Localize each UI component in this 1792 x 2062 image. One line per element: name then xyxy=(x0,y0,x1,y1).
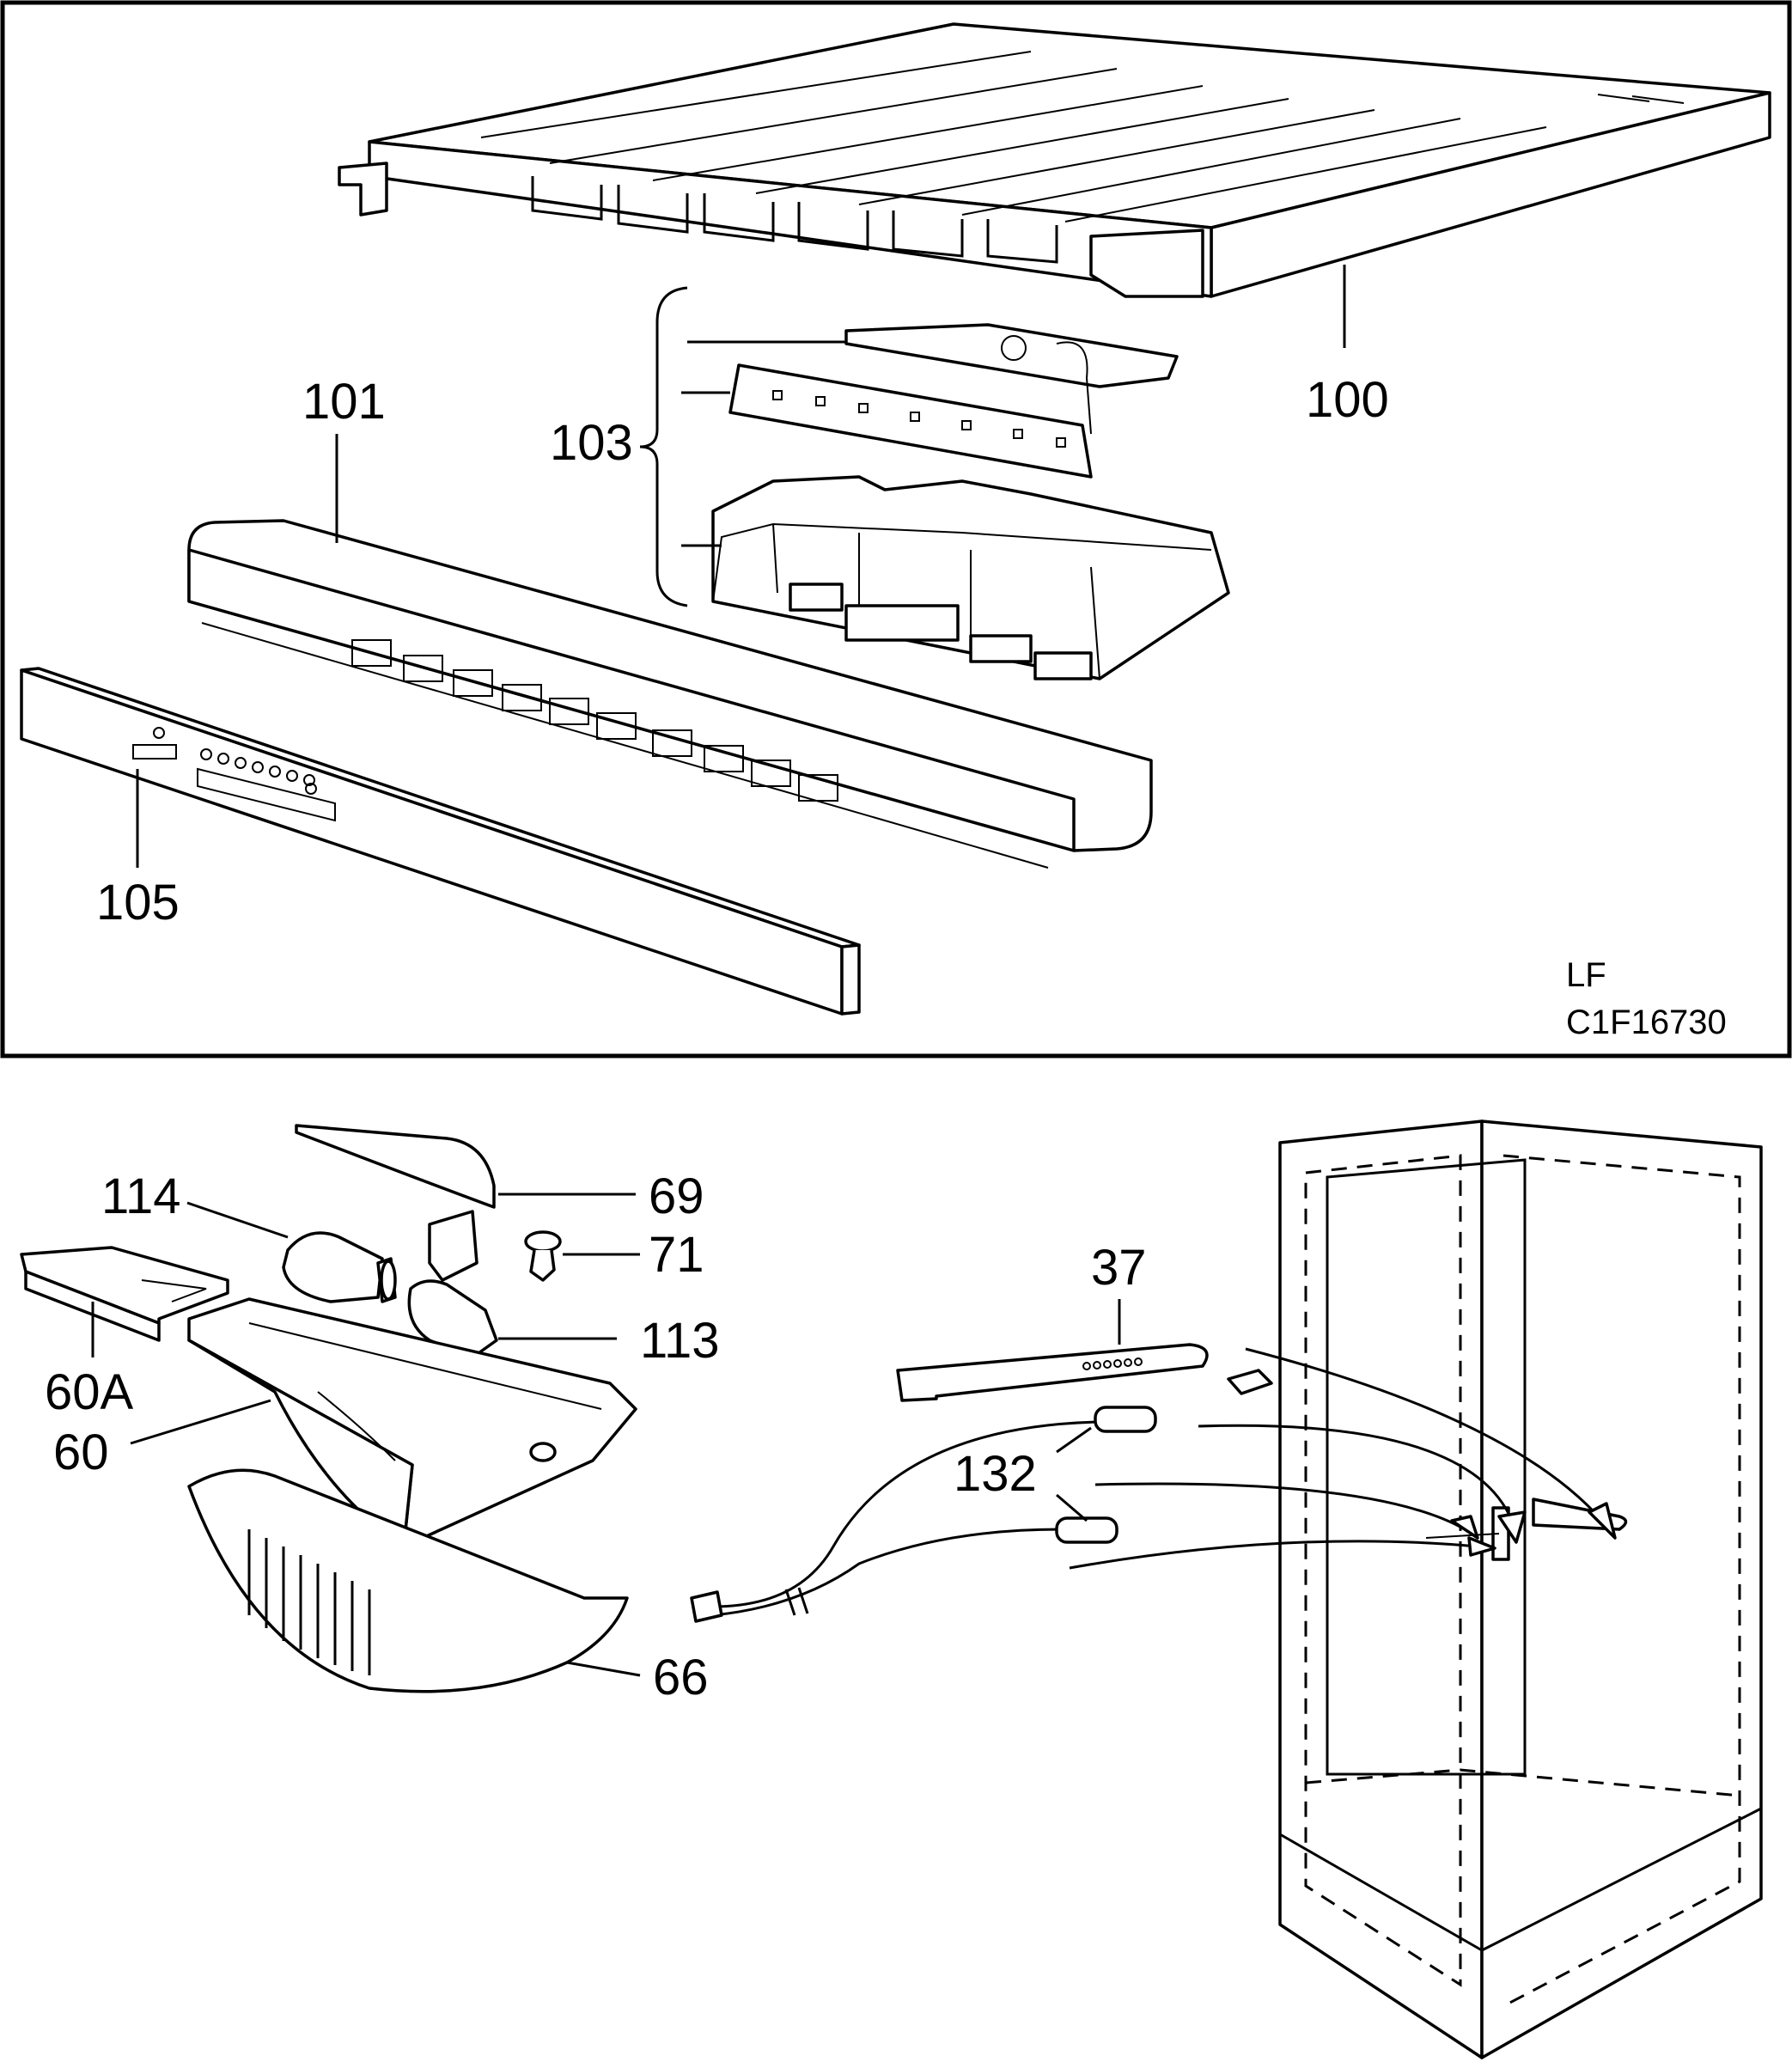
insertion-arrows xyxy=(1069,1347,1617,1570)
label-37: 37 xyxy=(1091,1240,1147,1296)
label-114: 114 xyxy=(101,1168,180,1224)
part-103-control-board-assembly xyxy=(639,286,1230,680)
lamp-holder-bracket xyxy=(428,1210,478,1282)
label-100: 100 xyxy=(1306,372,1389,428)
part-100-top-cover xyxy=(338,22,1771,348)
part-37-sensor-holder xyxy=(896,1299,1273,1402)
label-105: 105 xyxy=(96,875,180,930)
top-panel: 100 101 103 105 LF C1F16730 xyxy=(0,0,1792,1058)
label-132: 132 xyxy=(954,1446,1037,1502)
label-60: 60 xyxy=(53,1424,109,1480)
label-113: 113 xyxy=(640,1313,719,1369)
label-71: 71 xyxy=(649,1227,704,1283)
part-105-fascia-strip xyxy=(20,667,861,1016)
refrigerator-cabinet xyxy=(1278,1119,1763,2059)
drawing-code-line1: LF xyxy=(1566,956,1606,994)
part-71-clip xyxy=(524,1230,640,1282)
part-60A-bracket xyxy=(20,1246,229,1357)
part-114-lamp-bulb xyxy=(186,1201,397,1303)
part-113-lamp-socket xyxy=(407,1279,617,1359)
drawing-code-line2: C1F16730 xyxy=(1566,1004,1727,1041)
label-60A: 60A xyxy=(45,1364,134,1420)
label-69: 69 xyxy=(649,1168,704,1224)
label-66: 66 xyxy=(653,1650,709,1705)
part-132-sensor-wiring xyxy=(690,1406,1157,1623)
part-101-control-panel xyxy=(187,434,1153,869)
top-panel-frame xyxy=(0,0,1792,1058)
part-66-lamp-diffuser xyxy=(187,1468,641,1693)
bottom-panel: 114 69 71 113 60A 60 66 37 132 xyxy=(20,1119,1763,2059)
label-103: 103 xyxy=(550,415,633,471)
part-69-lamp-cover xyxy=(295,1124,636,1209)
label-101: 101 xyxy=(302,374,386,430)
